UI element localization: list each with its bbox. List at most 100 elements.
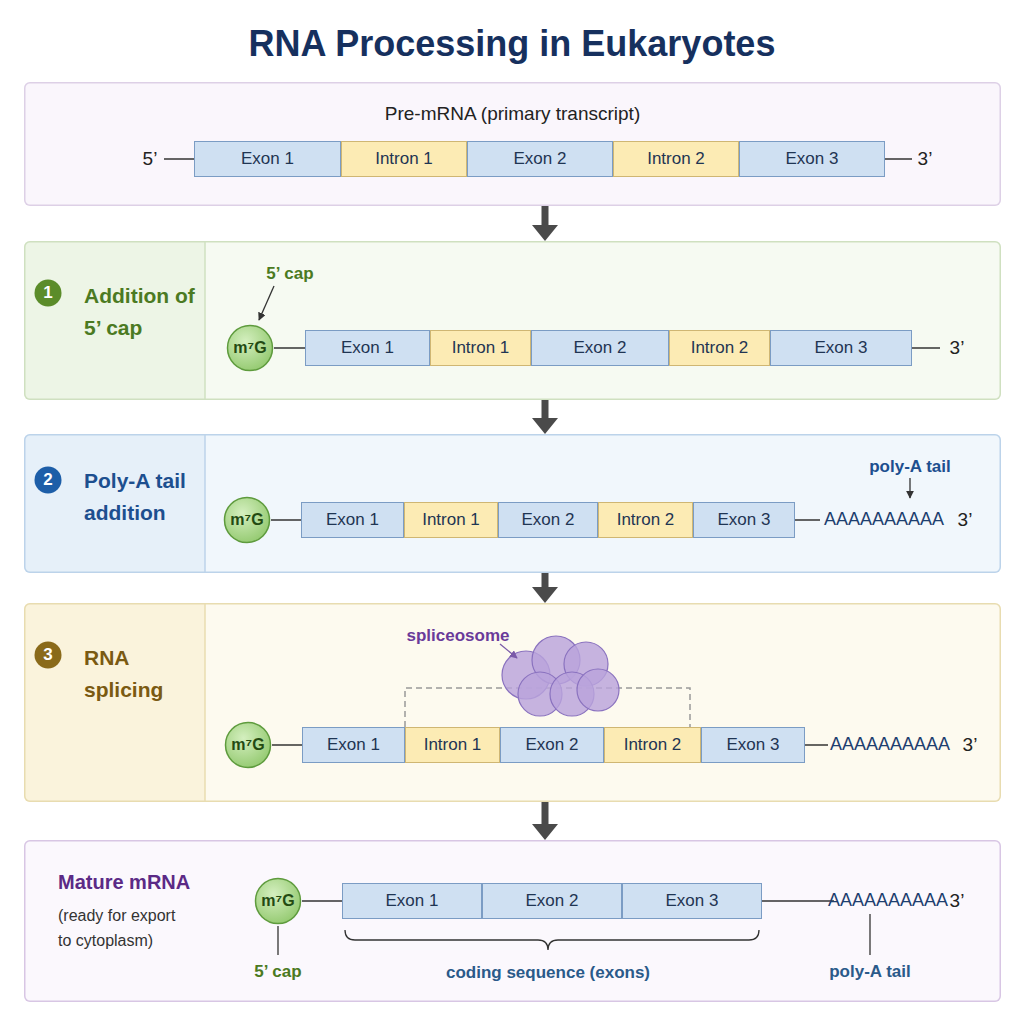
exon-segment: Exon 3: [770, 330, 912, 366]
exon-segment: Exon 1: [305, 330, 430, 366]
spliceosome-subunit: [577, 669, 619, 711]
intron-segment: Intron 2: [604, 727, 701, 763]
strand-line: [762, 900, 834, 902]
flow-arrow: [542, 573, 549, 603]
leader-line: [277, 926, 278, 955]
title: RNA Processing in Eukaryotes: [0, 20, 1024, 68]
process-panel: Poly-A tail addition2m⁷GExon 1Intron 1Ex…: [24, 434, 1001, 573]
segment-label: Intron 1: [406, 728, 499, 762]
flow-arrow: [542, 802, 549, 840]
intron-segment: Intron 1: [404, 502, 498, 538]
splice-bracket: [405, 688, 690, 727]
segment-label: Exon 2: [532, 331, 668, 365]
exon-segment: Exon 3: [693, 502, 795, 538]
panel-divider: [204, 435, 206, 572]
strand-line: [885, 158, 912, 160]
segment-label: Intron 2: [614, 142, 738, 176]
segment-label: Exon 2: [468, 142, 612, 176]
strand-line: [795, 519, 820, 521]
spliceosome-subunit: [502, 651, 550, 699]
exon-segment: Exon 2: [482, 883, 622, 919]
segment-label: Exon 3: [702, 728, 804, 762]
intron-segment: Intron 1: [341, 141, 467, 177]
process-panel: Pre-mRNA (primary transcript)Exon 1Intro…: [24, 82, 1001, 206]
spliceosome-subunit: [532, 636, 580, 684]
intron-segment: Intron 2: [613, 141, 739, 177]
process-panel: RNA splicing 3 m⁷G Exon 1Intron 1Exon 2Intr…: [24, 603, 1001, 802]
segment-label: Exon 1: [303, 728, 404, 762]
exon-segment: Exon 2: [467, 141, 613, 177]
spliceosome-subunit: [564, 642, 608, 686]
strand-connector: [272, 744, 302, 746]
cap-circle: m⁷G: [226, 324, 274, 372]
spliceosome-symbol: [502, 636, 619, 716]
segment-label: Intron 2: [605, 728, 700, 762]
step-number-text: 1: [34, 279, 62, 307]
panel-divider: [204, 242, 206, 399]
segment-label: Exon 3: [623, 884, 761, 918]
step-number: 3: [34, 641, 62, 669]
flow-arrow: [542, 400, 549, 434]
spliceosome-subunit: [550, 672, 594, 716]
step-number-text: 2: [34, 466, 62, 494]
panel-heading: Mature mRNA: [58, 870, 258, 894]
panel-divider: [204, 604, 206, 801]
panel-heading: Addition of 5’ cap: [84, 280, 209, 344]
cap-label: m⁷G: [223, 496, 271, 544]
step-number-circle: [35, 642, 62, 669]
segment-label: Exon 2: [483, 884, 621, 918]
cap-label: m⁷G: [224, 721, 272, 769]
pointer-arrow: [909, 478, 910, 498]
process-panel: Mature mRNA (ready for export to cytoplas…: [24, 840, 1001, 1002]
segment-label: Exon 1: [306, 331, 429, 365]
strand-line: [164, 158, 194, 160]
segment-label: Intron 2: [599, 503, 692, 537]
spliceosome-subunit: [518, 672, 562, 716]
pointer-arrow: [259, 286, 274, 320]
strand-connector: [271, 519, 301, 521]
step-number-text: 3: [34, 641, 62, 669]
panel-heading: (ready for export to cytoplasm): [58, 903, 193, 953]
intron-segment: Intron 1: [405, 727, 500, 763]
step-number: 1: [34, 279, 62, 307]
exon-segment: Exon 3: [701, 727, 805, 763]
exon-segment: Exon 2: [500, 727, 604, 763]
segment-label: Exon 1: [195, 142, 340, 176]
pointer-arrow: [500, 644, 517, 658]
segment-label: Exon 1: [302, 503, 403, 537]
intron-segment: Intron 2: [669, 330, 770, 366]
segment-label: Exon 2: [499, 503, 597, 537]
exon-segment: Exon 3: [622, 883, 762, 919]
intron-segment: Intron 2: [598, 502, 693, 538]
strand-connector: [302, 900, 342, 902]
segment-label: Exon 3: [694, 503, 794, 537]
strand-connector: [274, 347, 305, 349]
exon-segment: Exon 1: [342, 883, 482, 919]
exon-segment: Exon 1: [301, 502, 404, 538]
cap-circle: m⁷G: [224, 721, 272, 769]
segment-label: Exon 2: [501, 728, 603, 762]
exon-segment: Exon 2: [498, 502, 598, 538]
exon-segment: Exon 1: [302, 727, 405, 763]
segment-label: Exon 1: [343, 884, 481, 918]
segment-label: Intron 1: [431, 331, 530, 365]
segment-label: Intron 2: [670, 331, 769, 365]
step-number: 2: [34, 466, 62, 494]
panel-heading: RNA splicing: [84, 642, 179, 706]
intron-segment: Intron 1: [430, 330, 531, 366]
cap-circle: m⁷G: [223, 496, 271, 544]
process-panel: Addition of 5’ cap1m⁷GExon 1Intron 1Exon…: [24, 241, 1001, 400]
brace: [345, 930, 759, 950]
segment-label: Exon 3: [771, 331, 911, 365]
panel-heading: Poly-A tail addition: [84, 465, 209, 529]
cap-label: m⁷G: [254, 877, 302, 925]
strand-line: [805, 744, 828, 746]
exon-segment: Exon 2: [531, 330, 669, 366]
exon-segment: Exon 1: [194, 141, 341, 177]
cap-label: m⁷G: [226, 324, 274, 372]
segment-label: Intron 1: [405, 503, 497, 537]
exon-segment: Exon 3: [739, 141, 885, 177]
segment-label: Exon 3: [740, 142, 884, 176]
